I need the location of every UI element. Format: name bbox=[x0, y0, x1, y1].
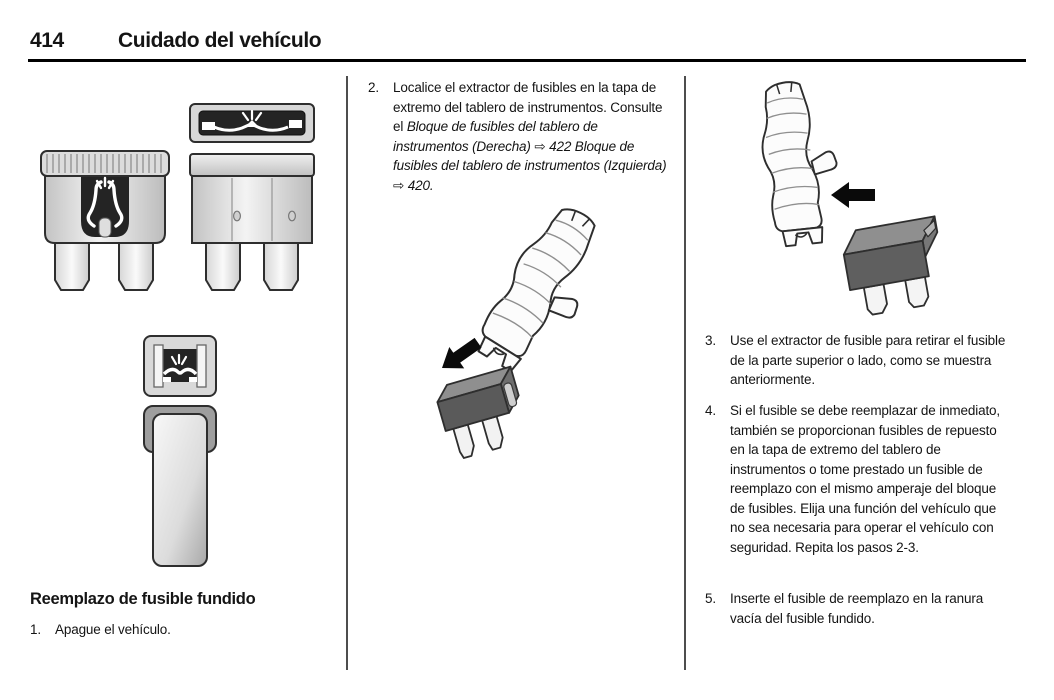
step-number: 2. bbox=[368, 80, 379, 95]
instruction-step-4: 4. Si el fusible se debe reemplazar de i… bbox=[705, 401, 1008, 557]
blade-fuse-side-view bbox=[189, 153, 315, 291]
mini-and-cartridge-fuse-illustration bbox=[129, 330, 233, 574]
blade-fuses-drawing bbox=[40, 103, 315, 291]
step-text: Apague el vehículo. bbox=[55, 622, 171, 637]
cross-reference-text: Bloque de fusibles del tablero de instru… bbox=[393, 119, 667, 193]
pointer-arrow-icon bbox=[434, 332, 486, 379]
instruction-step-5: 5. Inserte el fusible de reemplazo en la… bbox=[705, 589, 1008, 628]
step-text: Use el extractor de fusible para retirar… bbox=[730, 333, 1006, 387]
step-number: 3. bbox=[705, 333, 716, 348]
chapter-title: Cuidado del vehículo bbox=[118, 29, 322, 52]
instruction-step-1: 1. Apague el vehículo. bbox=[30, 620, 330, 640]
cartridge-fuse-side-view bbox=[143, 405, 217, 567]
section-heading: Reemplazo de fusible fundido bbox=[30, 590, 256, 608]
puller-mini-drawing bbox=[434, 200, 623, 459]
fuse-puller-tool bbox=[465, 200, 623, 386]
blade-fuse-front-view bbox=[40, 150, 170, 291]
instruction-step-3: 3. Use el extractor de fusible para reti… bbox=[705, 331, 1008, 390]
step-text: Inserte el fusible de reemplazo en la ra… bbox=[730, 591, 984, 626]
header-rule bbox=[28, 59, 1026, 62]
standard-fuse bbox=[842, 215, 939, 316]
step-text-plain: Localice el extractor de fusibles en la … bbox=[393, 80, 663, 134]
page-number: 414 bbox=[30, 29, 64, 52]
column-divider-right bbox=[684, 76, 686, 670]
blade-fuse-top-view bbox=[189, 103, 315, 143]
step-text: Localice el extractor de fusibles en la … bbox=[393, 78, 668, 195]
fuse-types-illustration bbox=[30, 96, 332, 310]
mini-fuse bbox=[436, 365, 520, 459]
fuse-puller-mini-fuse-illustration bbox=[412, 200, 690, 472]
fuse-puller-standard-fuse-illustration bbox=[718, 78, 1030, 318]
puller-standard-drawing bbox=[754, 78, 939, 316]
instruction-step-2: 2. Localice el extractor de fusibles en … bbox=[368, 78, 668, 195]
column-divider-left bbox=[346, 76, 348, 670]
mini-cartridge-drawing bbox=[143, 335, 217, 567]
pointer-arrow-icon bbox=[831, 182, 875, 208]
mini-fuse-top-view bbox=[143, 335, 217, 397]
step-number: 4. bbox=[705, 403, 716, 418]
step-text: Si el fusible se debe reemplazar de inme… bbox=[730, 403, 1001, 555]
step-number: 5. bbox=[705, 591, 716, 606]
step-number: 1. bbox=[30, 622, 41, 637]
fuse-puller-tool bbox=[754, 78, 846, 249]
